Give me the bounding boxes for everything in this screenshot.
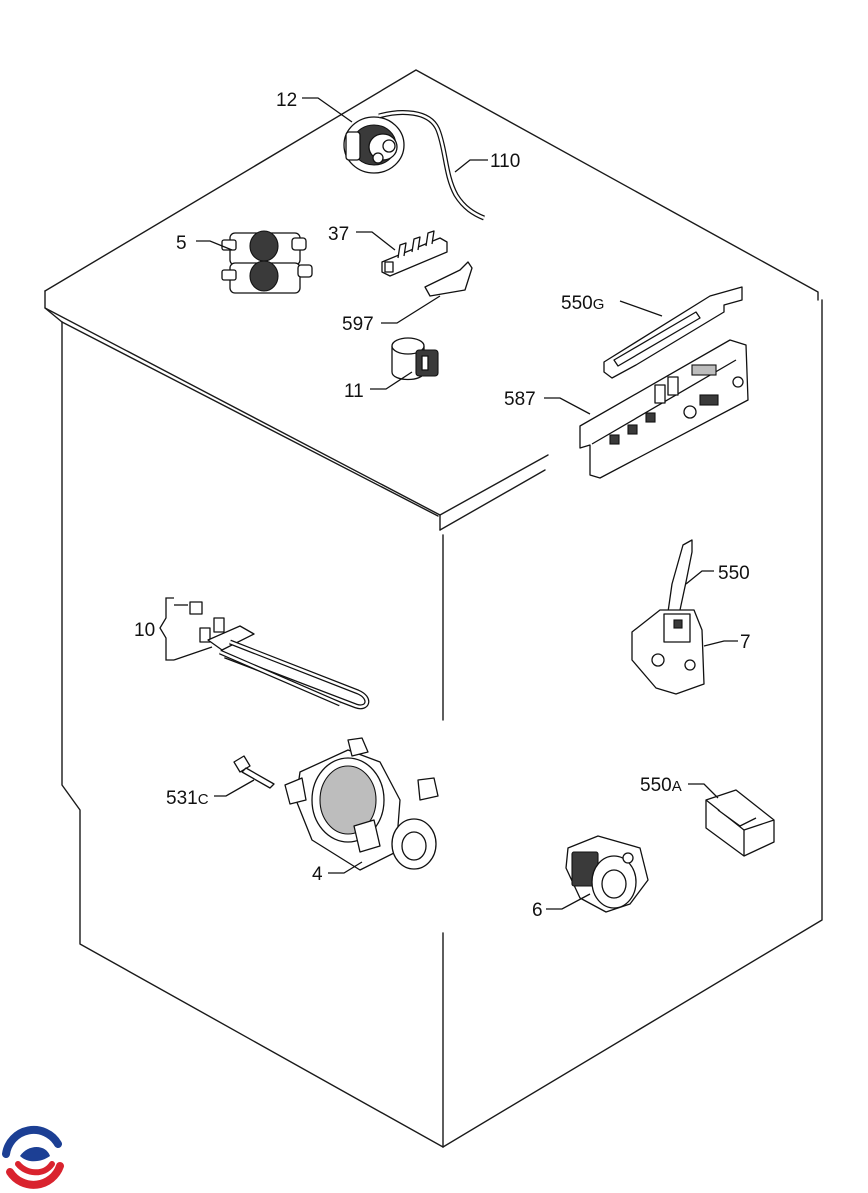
- part-housing-550a: [705, 789, 775, 857]
- part-filter-11: [391, 337, 439, 381]
- leader-597: [381, 295, 441, 324]
- leader-10-bracket: [159, 597, 174, 661]
- callout-550g: 550G: [561, 293, 604, 314]
- leader-550: [685, 570, 714, 585]
- part-inlet-valve-5: [221, 230, 313, 294]
- part-pressure-switch-12: [343, 116, 405, 174]
- part-hose-110: [378, 110, 485, 221]
- callout-4: 4: [312, 864, 323, 885]
- callout-10: 10: [134, 620, 155, 641]
- callout-597: 597: [342, 314, 374, 335]
- part-clip-597: [424, 261, 473, 297]
- leader-11: [370, 371, 413, 390]
- part-unit-6: [565, 835, 649, 913]
- leader-587: [544, 397, 591, 415]
- callout-550a: 550A: [640, 775, 682, 796]
- leader-12: [302, 97, 353, 123]
- callout-labels: 12 110 5 37 597 11 550G 587 550 7 10 531…: [134, 90, 751, 921]
- leader-550g: [619, 300, 663, 317]
- leader-110: [454, 159, 488, 173]
- callout-110: 110: [490, 151, 520, 172]
- part-screw-531c: [233, 755, 275, 789]
- callout-587: 587: [504, 389, 536, 410]
- part-interlock-7: [631, 609, 705, 695]
- callout-11: 11: [344, 381, 364, 402]
- leader-4: [328, 861, 363, 874]
- leader-10-bottom: [173, 646, 213, 661]
- leader-7: [703, 640, 738, 647]
- part-drain-pump-4: [284, 737, 439, 871]
- leader-550a: [688, 783, 719, 799]
- callout-37: 37: [328, 224, 349, 245]
- leader-37: [356, 231, 396, 251]
- callout-12: 12: [276, 90, 297, 111]
- callout-6: 6: [532, 900, 543, 921]
- part-connector-37: [381, 230, 448, 277]
- part-cover-550g: [603, 286, 743, 379]
- callout-550: 550: [718, 563, 750, 584]
- leader-6: [546, 893, 591, 910]
- callout-7: 7: [740, 632, 751, 653]
- leader-lines: [159, 97, 738, 910]
- cabinet-outline: [44, 69, 823, 1148]
- brand-logo-icon: [2, 1125, 64, 1189]
- leader-5: [196, 240, 233, 251]
- leader-531c: [214, 779, 255, 797]
- callout-5: 5: [176, 233, 187, 254]
- part-lever-550: [667, 539, 693, 613]
- part-heater-10: [189, 601, 370, 710]
- part-control-board-587: [579, 339, 749, 479]
- callout-531c: 531C: [166, 788, 209, 809]
